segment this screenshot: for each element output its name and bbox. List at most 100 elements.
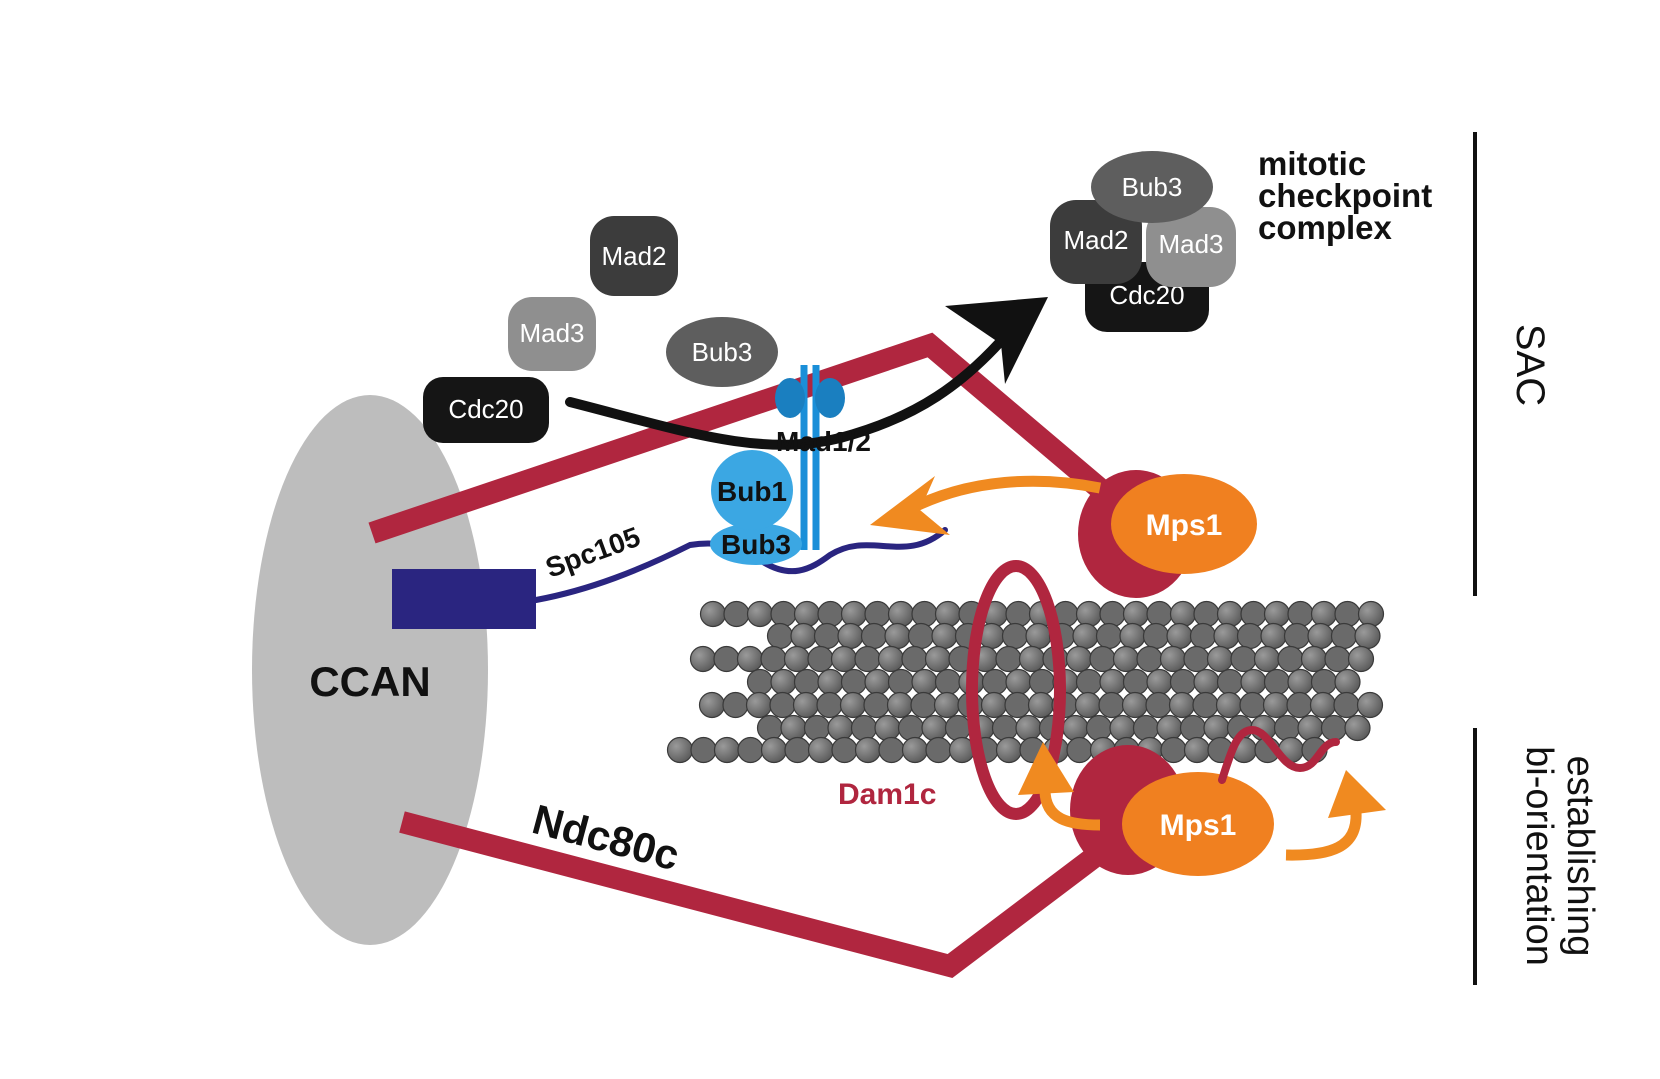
tubulin-subunit	[1119, 622, 1146, 650]
tubulin-subunit	[1025, 622, 1052, 650]
tubulin-subunit	[793, 668, 821, 696]
tubulin-subunit	[934, 600, 962, 628]
sac-label: SAC	[1508, 324, 1552, 406]
tubulin-subunit	[839, 691, 867, 719]
tubulin-subunit	[756, 714, 784, 742]
tubulin-subunit	[1324, 645, 1351, 673]
tubulin-subunit	[760, 736, 788, 764]
tubulin-subunit	[850, 714, 878, 742]
tubulin-subunit	[1203, 714, 1230, 742]
tubulin-subunit	[690, 736, 717, 764]
tubulin-subunit	[817, 600, 844, 628]
free-cdc20-shape	[423, 377, 549, 443]
tubulin-subunit	[907, 622, 935, 650]
tubulin-subunit	[1192, 691, 1219, 719]
tubulin-subunit	[921, 714, 948, 742]
dam1c-ring	[966, 560, 1066, 820]
tubulin-subunit	[1253, 645, 1281, 673]
tubulin-subunit	[1287, 600, 1314, 628]
mcc-title-line2: checkpoint	[1258, 177, 1432, 214]
tubulin-subunit	[1216, 600, 1244, 628]
tubulin-subunit	[783, 645, 811, 673]
tubulin-subunit	[877, 645, 905, 673]
tubulin-subunit	[816, 691, 843, 719]
tubulin-subunit	[1310, 600, 1338, 628]
mps1-arrow-to-microtubule-shaft	[1285, 811, 1362, 861]
tubulin-subunit	[1344, 714, 1371, 742]
bub3-kinetochore-label: Bub3	[721, 529, 791, 560]
free-bub3-shape	[666, 317, 778, 387]
tubulin-subunit	[1354, 622, 1381, 650]
tubulin-subunit	[790, 622, 817, 650]
tubulin-subunit	[1099, 668, 1126, 696]
tubulin-subunit	[1075, 668, 1103, 696]
bub3-kinetochore-shape	[710, 523, 802, 565]
biorientation-label-line2: bi-orientation	[1518, 746, 1560, 966]
ccan-ellipse	[252, 395, 488, 945]
tubulin-subunit	[770, 668, 797, 696]
ccan-label: CCAN	[309, 658, 430, 705]
tubulin-subunit	[1347, 645, 1375, 673]
tubulin-subunit	[887, 668, 915, 696]
tubulin-subunit	[840, 600, 868, 628]
mcc-bub3-label: Bub3	[1122, 172, 1183, 202]
tubulin-subunit	[1132, 714, 1160, 742]
tubulin-subunit	[901, 736, 929, 764]
tubulin-subunit	[864, 600, 891, 628]
tubulin-subunit	[793, 600, 821, 628]
tubulin-subunit	[784, 736, 811, 764]
tubulin-subunit	[1005, 668, 1032, 696]
tubulin-subunit	[911, 668, 938, 696]
mps1-bottom-label: Mps1	[1160, 809, 1237, 842]
assembly-arrow-shaft	[565, 320, 1020, 450]
tubulin-subunit	[827, 714, 854, 742]
tubulin-subunit	[1309, 691, 1337, 719]
tubulin-subunit	[1183, 736, 1211, 764]
tubulin-subunit	[934, 668, 962, 696]
tubulin-subunit	[1160, 736, 1187, 764]
tubulin-subunit	[1320, 714, 1348, 742]
tubulin-subunit	[1066, 736, 1093, 764]
tubulin-subunit	[1146, 668, 1173, 696]
tubulin-subunit	[1169, 600, 1197, 628]
free-mad2-shape	[590, 216, 678, 296]
tubulin-subunit	[1213, 622, 1240, 650]
dam1c-label: Dam1c	[838, 778, 936, 811]
tubulin-subunit	[925, 736, 952, 764]
tubulin-subunit	[1027, 691, 1055, 719]
assembly-arrow-icon	[945, 297, 1048, 384]
tubulin-subunit	[1260, 622, 1287, 650]
tubulin-subunit	[837, 622, 864, 650]
biorientation-label-line1: establishing	[1559, 756, 1601, 957]
mcc-mad2-label: Mad2	[1063, 225, 1128, 255]
tubulin-subunit	[1156, 714, 1183, 742]
tubulin-subunit	[995, 736, 1023, 764]
tubulin-subunit	[1169, 668, 1197, 696]
tubulin-subunit	[1300, 645, 1328, 673]
mps1-arrow-to-bub1-icon	[870, 476, 950, 535]
tubulin-subunit	[770, 600, 797, 628]
tubulin-subunit	[746, 600, 774, 628]
tubulin-subunit	[1089, 645, 1116, 673]
mcc-mad3-shape	[1146, 207, 1236, 287]
tubulin-subunit	[897, 714, 925, 742]
mps1-top-body	[1111, 474, 1257, 574]
tubulin-subunit	[1273, 714, 1301, 742]
free-mad3-shape	[508, 297, 596, 371]
tubulin-subunit	[1099, 600, 1126, 628]
tubulin-subunit	[1166, 622, 1193, 650]
tubulin-subunit	[1307, 622, 1334, 650]
free-mad2-label: Mad2	[601, 241, 666, 271]
mcc-mad3-label: Mad3	[1158, 229, 1223, 259]
mps1-arrow-to-bub1-shaft	[905, 475, 1102, 515]
tubulin-subunit	[1183, 645, 1210, 673]
tubulin-subunit	[737, 736, 764, 764]
tubulin-subunit	[1333, 691, 1360, 719]
tubulin-subunit	[887, 600, 915, 628]
tubulin-subunit	[1095, 622, 1123, 650]
tubulin-subunit	[831, 736, 858, 764]
tubulin-subunit	[1287, 668, 1314, 696]
tubulin-subunit	[840, 668, 868, 696]
tubulin-subunit	[1297, 714, 1324, 742]
